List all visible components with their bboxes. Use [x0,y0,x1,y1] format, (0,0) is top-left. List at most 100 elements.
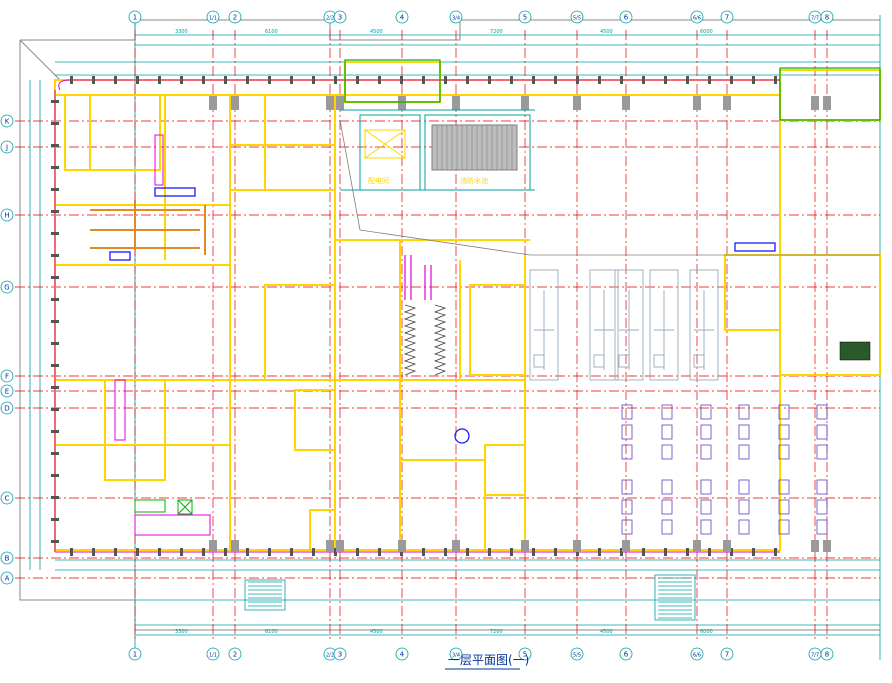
grid-bubble-col-3-4: 3/4 [449,10,463,24]
grid-bubble-col-4: 4 [395,10,409,24]
grid-bubble-col-6-6: 6/6 [690,10,704,24]
grid-bubble-col-7-7: 7/7 [808,10,822,24]
svg-text:5: 5 [523,14,527,22]
svg-text:1: 1 [133,651,137,659]
svg-text:7: 7 [725,651,729,659]
svg-text:6000: 6000 [700,29,713,35]
grid-bubble-col-2: 2 [228,10,242,24]
svg-text:7200: 7200 [490,29,503,35]
storage-racks [90,200,206,255]
equipment-table [134,499,193,515]
pool-hatch [431,124,518,171]
svg-text:7/7: 7/7 [811,653,819,659]
svg-text:4500: 4500 [600,629,613,635]
svg-text:7200: 7200 [490,629,503,635]
grid-bubble-row-E: E [0,384,14,398]
dimension-lines [29,15,881,660]
svg-text:6/6: 6/6 [693,653,701,659]
svg-text:5/5: 5/5 [573,16,581,22]
drawing-title: 一层平面图(一) [448,653,529,667]
svg-text:2: 2 [233,651,237,659]
svg-text:6100: 6100 [265,29,278,35]
machine-units [529,269,719,381]
svg-text:3300: 3300 [175,629,188,635]
svg-text:2/2: 2/2 [326,16,334,22]
svg-text:2/2: 2/2 [326,653,334,659]
grid-bubble-col-7-7: 7/7 [808,647,822,661]
column-grid-bubbles: 111/11/1222/22/233443/43/4555/55/5666/66… [128,10,834,661]
grid-bubble-col-1-1: 1/1 [206,10,220,24]
grid-bubble-col-6: 6 [619,647,633,661]
grid-bubble-row-J: J [0,140,14,154]
grid-bubble-col-3: 3 [333,647,347,661]
structural-grid-lines [15,30,880,640]
room-label-electrical: 配电间 [368,176,389,185]
svg-text:C: C [5,495,10,503]
svg-text:2: 2 [233,14,237,22]
svg-text:3: 3 [338,14,342,22]
grid-bubble-col-6: 6 [619,10,633,24]
grid-bubble-col-1-1: 1/1 [206,647,220,661]
diagonal-guide-lines [339,119,880,256]
grid-bubble-row-A: A [0,571,14,585]
room-label-water-tank: 消防水池 [460,176,488,185]
svg-text:1/1: 1/1 [209,653,217,659]
svg-text:8: 8 [825,651,829,659]
svg-text:5/5: 5/5 [573,653,581,659]
grid-bubble-col-8: 8 [820,647,834,661]
grid-bubble-row-B: B [0,551,14,565]
svg-text:D: D [4,405,9,413]
svg-text:J: J [5,144,8,152]
grid-bubble-col-1: 1 [128,647,142,661]
outer-boundary [19,19,880,631]
svg-text:B: B [5,555,10,563]
grid-bubble-col-1: 1 [128,10,142,24]
grid-bubble-col-7: 7 [720,10,734,24]
grid-bubble-col-5: 5 [518,10,532,24]
svg-text:8: 8 [825,14,829,22]
svg-text:4: 4 [400,14,405,22]
svg-text:3/4: 3/4 [452,16,460,22]
svg-text:5: 5 [523,651,527,659]
outline-perimeter [54,79,780,553]
grid-bubble-row-H: H [0,208,14,222]
svg-text:1/1: 1/1 [209,16,217,22]
svg-text:6: 6 [624,14,629,22]
svg-text:4: 4 [400,651,405,659]
svg-text:4500: 4500 [600,29,613,35]
grid-bubble-col-5-5: 5/5 [570,647,584,661]
svg-text:4500: 4500 [370,29,383,35]
svg-text:A: A [5,575,10,583]
svg-text:E: E [5,388,9,396]
hatched-block [839,341,871,361]
grid-bubble-row-F: F [0,369,14,383]
exterior-stairs [244,574,696,621]
core-room-box [340,109,535,191]
grid-bubble-col-6-6: 6/6 [690,647,704,661]
svg-text:3300: 3300 [175,29,188,35]
grid-bubble-col-5: 5 [518,647,532,661]
grid-bubble-col-5-5: 5/5 [570,10,584,24]
svg-text:H: H [4,212,9,220]
grid-bubble-row-D: D [0,401,14,415]
grid-bubble-col-2: 2 [228,647,242,661]
svg-text:3/4: 3/4 [452,653,460,659]
svg-text:7: 7 [725,14,729,22]
grid-bubble-col-3-4: 3/4 [449,647,463,661]
pipe-rack [404,255,432,300]
grid-bubble-col-7: 7 [720,647,734,661]
blue-equipment [109,187,776,444]
seating-arrays [621,404,828,535]
svg-text:6/6: 6/6 [693,16,701,22]
svg-text:6000: 6000 [700,629,713,635]
top-equipment-block [344,59,881,121]
svg-text:1: 1 [133,14,137,22]
svg-text:4500: 4500 [370,629,383,635]
perimeter-columns [51,76,831,556]
zigzag-stair [403,304,447,376]
svg-text:G: G [4,284,9,292]
grid-bubble-col-4: 4 [395,647,409,661]
